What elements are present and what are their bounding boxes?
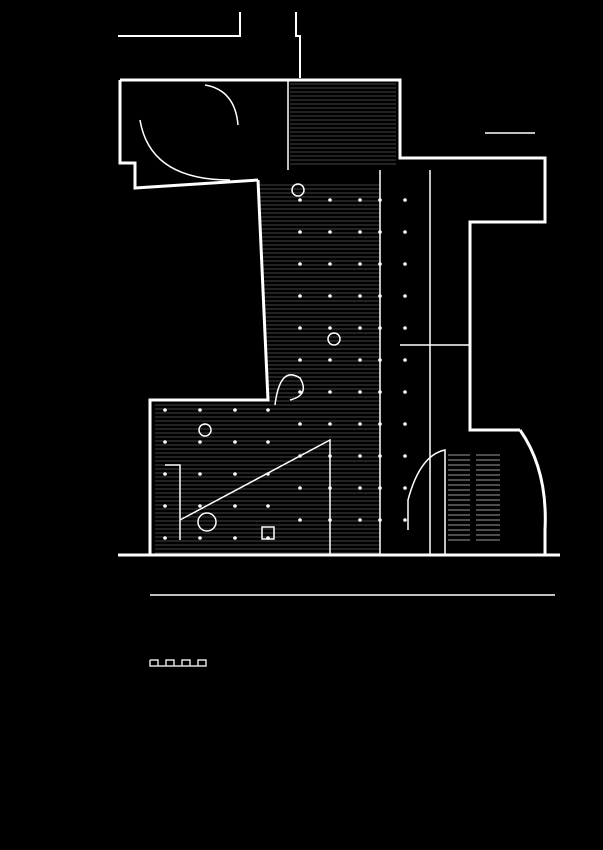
column-dot bbox=[328, 326, 332, 330]
column-dot bbox=[163, 472, 167, 476]
column-dot bbox=[378, 454, 382, 458]
column-dot bbox=[328, 486, 332, 490]
column-dot bbox=[163, 440, 167, 444]
column-dot bbox=[298, 422, 302, 426]
column-dot bbox=[198, 472, 202, 476]
column-dot bbox=[403, 326, 407, 330]
column-dot bbox=[403, 198, 407, 202]
column-dot bbox=[298, 326, 302, 330]
column-dot bbox=[358, 422, 362, 426]
column-dot bbox=[358, 326, 362, 330]
column-dot bbox=[328, 230, 332, 234]
column-dot bbox=[403, 422, 407, 426]
column-dot bbox=[328, 294, 332, 298]
column-dot bbox=[163, 536, 167, 540]
column-dot bbox=[298, 262, 302, 266]
column-dot bbox=[328, 198, 332, 202]
column-dot bbox=[298, 454, 302, 458]
column-dot bbox=[266, 504, 270, 508]
column-dot bbox=[298, 198, 302, 202]
column-dot bbox=[163, 408, 167, 412]
column-dot bbox=[358, 390, 362, 394]
column-dot bbox=[266, 408, 270, 412]
column-dot bbox=[358, 518, 362, 522]
column-dot bbox=[266, 536, 270, 540]
column-dot bbox=[378, 198, 382, 202]
column-dot bbox=[266, 440, 270, 444]
column-dot bbox=[358, 230, 362, 234]
column-dot bbox=[198, 504, 202, 508]
column-dot bbox=[198, 536, 202, 540]
column-dot bbox=[358, 198, 362, 202]
column-dot bbox=[233, 504, 237, 508]
column-dot bbox=[266, 472, 270, 476]
site-boundary-lines bbox=[118, 12, 535, 134]
column-dot bbox=[198, 440, 202, 444]
column-dot bbox=[403, 358, 407, 362]
column-dot bbox=[358, 358, 362, 362]
column-dot bbox=[298, 230, 302, 234]
column-dot bbox=[378, 262, 382, 266]
column-dot bbox=[358, 454, 362, 458]
column-dot bbox=[163, 504, 167, 508]
column-dot bbox=[378, 486, 382, 490]
interior-walls bbox=[139, 80, 470, 555]
column-dot bbox=[403, 262, 407, 266]
column-dot bbox=[403, 518, 407, 522]
column-grid bbox=[163, 198, 407, 540]
column-dot bbox=[378, 422, 382, 426]
column-dot bbox=[403, 454, 407, 458]
column-dot bbox=[358, 486, 362, 490]
auditorium-seating bbox=[448, 454, 500, 541]
column-dot bbox=[378, 390, 382, 394]
column-dot bbox=[378, 230, 382, 234]
column-dot bbox=[328, 518, 332, 522]
column-dot bbox=[233, 408, 237, 412]
column-dot bbox=[328, 390, 332, 394]
floor-hatching bbox=[155, 83, 396, 554]
column-dot bbox=[378, 326, 382, 330]
column-dot bbox=[358, 294, 362, 298]
column-dot bbox=[328, 262, 332, 266]
column-dot bbox=[198, 408, 202, 412]
column-dot bbox=[403, 390, 407, 394]
scale-bar bbox=[149, 659, 207, 667]
column-dot bbox=[328, 454, 332, 458]
column-dot bbox=[298, 358, 302, 362]
column-dot bbox=[233, 472, 237, 476]
building-outline bbox=[118, 78, 560, 596]
column-dot bbox=[298, 518, 302, 522]
column-dot bbox=[378, 358, 382, 362]
column-dot bbox=[403, 486, 407, 490]
column-dot bbox=[358, 262, 362, 266]
column-dot bbox=[298, 390, 302, 394]
column-dot bbox=[403, 230, 407, 234]
column-dot bbox=[378, 294, 382, 298]
column-dot bbox=[403, 294, 407, 298]
column-dot bbox=[378, 518, 382, 522]
column-dot bbox=[298, 294, 302, 298]
column-dot bbox=[298, 486, 302, 490]
column-dot bbox=[233, 536, 237, 540]
column-dot bbox=[328, 422, 332, 426]
column-dot bbox=[233, 440, 237, 444]
column-dot bbox=[328, 358, 332, 362]
